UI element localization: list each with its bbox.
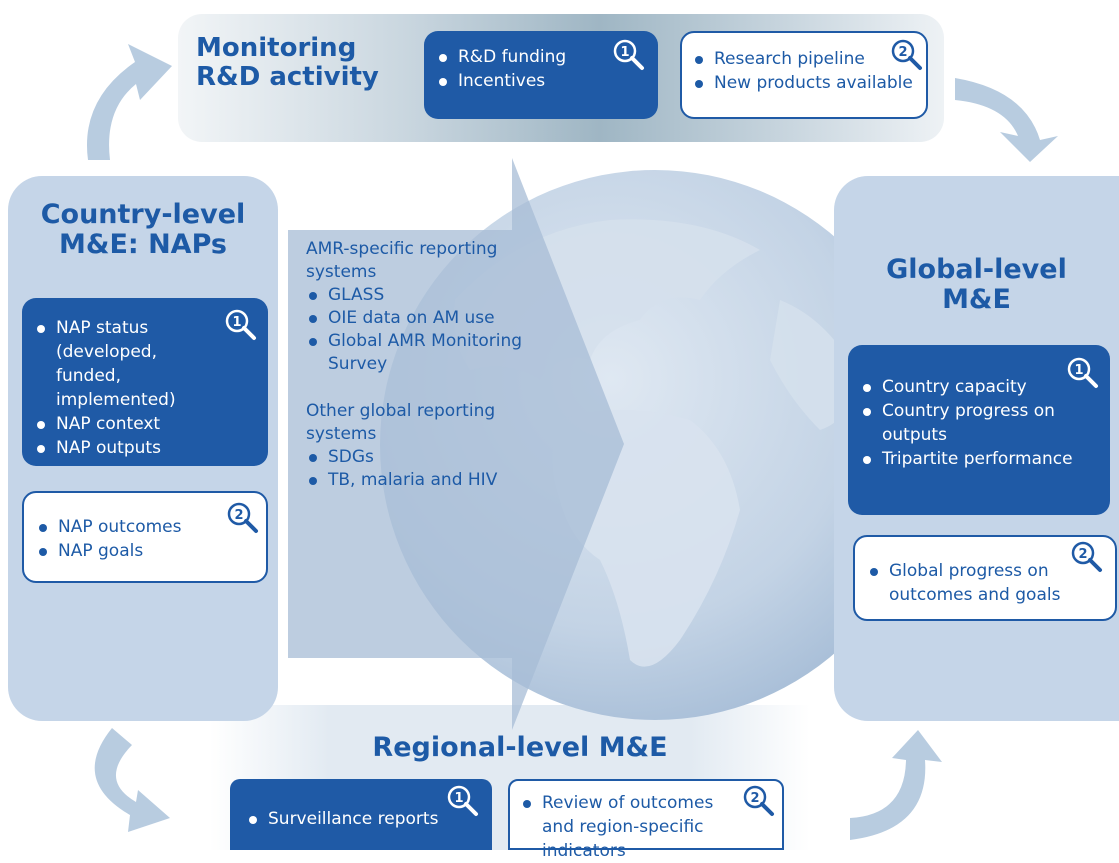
list-item: Global progress on outcomes and goals <box>867 559 1103 607</box>
reporting-systems-text: AMR-specific reporting systems GLASS OIE… <box>306 238 526 492</box>
svg-text:1: 1 <box>232 315 241 330</box>
nap-outcomes-box: NAP outcomes NAP goals <box>22 491 268 583</box>
list-item: OIE data on AM use <box>306 307 526 330</box>
country-title-line2: M&E: NAPs <box>59 229 227 261</box>
list-item: GLASS <box>306 284 526 307</box>
magnifier-badge-2-icon: 2 <box>743 785 774 816</box>
list-item: Review of outcomes and region-specific i… <box>520 791 772 863</box>
svg-text:2: 2 <box>1078 547 1087 562</box>
magnifier-badge-1-icon: 1 <box>613 39 644 70</box>
svg-text:1: 1 <box>454 791 463 806</box>
list-item: Tripartite performance <box>860 447 1098 471</box>
list-item: R&D funding <box>436 45 646 69</box>
magnifier-badge-2-icon: 2 <box>227 502 258 533</box>
global-title-line1: Global-level <box>886 254 1067 285</box>
monitoring-title: Monitoring R&D activity <box>178 33 410 93</box>
review-outcomes-box: Review of outcomes and region-specific i… <box>508 779 784 861</box>
country-title: Country-level M&E: NAPs <box>8 199 278 261</box>
magnifier-badge-2-icon: 2 <box>891 39 922 70</box>
svg-text:1: 1 <box>620 45 629 60</box>
global-title-line2: M&E <box>942 284 1011 316</box>
other-reporting-header: Other global reporting systems <box>306 401 496 444</box>
country-capacity-box: Country capacity Country progress on out… <box>848 345 1110 515</box>
list-item: NAP status (developed, funded, implement… <box>34 316 256 412</box>
list-item: Incentives <box>436 69 646 93</box>
list-item: New products available <box>692 71 916 95</box>
list-item: NAP context <box>34 412 256 436</box>
list-item: Country progress on outputs <box>860 399 1098 447</box>
surveillance-box: Surveillance reports <box>230 779 492 850</box>
list-item: Research pipeline <box>692 47 916 71</box>
magnifier-badge-1-icon: 1 <box>1067 357 1098 388</box>
regional-title: Regional-level M&E <box>372 732 668 763</box>
global-title: Global-level M&E <box>834 254 1119 316</box>
country-title-line1: Country-level <box>40 199 246 230</box>
svg-text:2: 2 <box>234 508 243 523</box>
global-progress-box: Global progress on outcomes and goals <box>853 535 1117 621</box>
list-item: NAP goals <box>36 539 254 563</box>
magnifier-badge-2-icon: 2 <box>1071 541 1102 572</box>
monitoring-title-line2: R&D activity <box>196 62 379 93</box>
list-item: Surveillance reports <box>246 807 476 831</box>
rd-funding-box: R&D funding Incentives <box>424 31 658 119</box>
svg-text:1: 1 <box>1074 363 1083 378</box>
list-item: NAP outputs <box>34 436 256 460</box>
list-item: TB, malaria and HIV <box>306 469 526 492</box>
list-item: Country capacity <box>860 375 1098 399</box>
research-pipeline-box: Research pipeline New products available <box>680 31 928 119</box>
list-item: SDGs <box>306 446 526 469</box>
list-item: NAP outcomes <box>36 515 254 539</box>
magnifier-badge-1-icon: 1 <box>447 785 478 816</box>
magnifier-badge-1-icon: 1 <box>225 309 256 340</box>
svg-text:2: 2 <box>750 791 759 806</box>
list-item: Global AMR Monitoring Survey <box>306 330 526 376</box>
svg-text:2: 2 <box>898 45 907 60</box>
monitoring-title-line1: Monitoring <box>196 33 357 63</box>
amr-reporting-header: AMR-specific reporting systems <box>306 239 498 282</box>
